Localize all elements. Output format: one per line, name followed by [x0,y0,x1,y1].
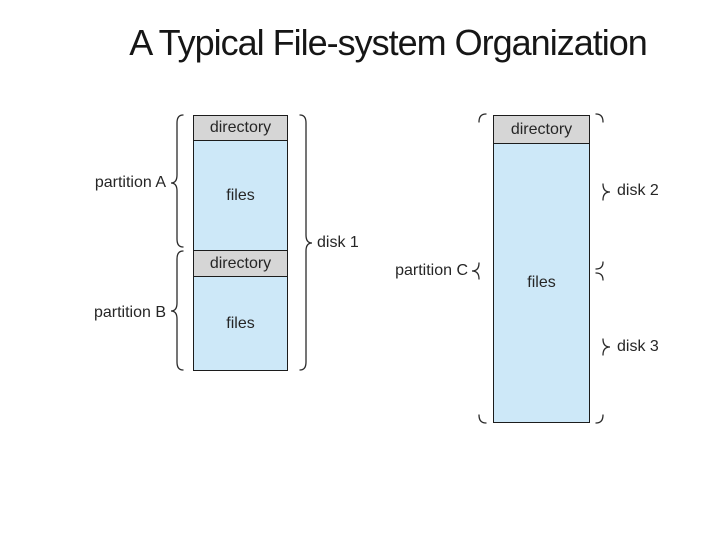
files-label: files [226,186,255,204]
partition-b-label: partition B [93,304,166,321]
partition-c-box: directory files [493,115,590,423]
partition-a-label: partition A [94,174,166,191]
partition-b-brace [170,250,184,371]
directory-label: directory [510,120,573,138]
slide-title: A Typical File-system Organization [129,22,648,63]
disk2-label: disk 2 [617,182,659,199]
partition-b-files-area: files [194,277,287,370]
disk3-label: disk 3 [617,338,659,355]
disk1-brace [299,114,313,371]
disk1-label: disk 1 [317,234,359,251]
disk2-brace [595,113,611,270]
partition-a-brace [170,114,184,248]
partition-a-directory-band: directory [194,116,287,141]
disk1-box: directory files directory files [193,115,288,371]
directory-label: directory [209,254,272,272]
directory-label: directory [209,119,272,136]
partition-b-directory-band: directory [194,250,287,277]
files-label: files [226,314,255,332]
partition-c-files-area: files [494,144,589,422]
partition-a-files-area: files [194,141,287,250]
partition-c-brace [471,113,487,424]
partition-c-label: partition C [395,262,468,279]
partition-c-directory-band: directory [494,116,589,144]
files-label: files [527,274,556,291]
disk3-brace [595,272,611,424]
